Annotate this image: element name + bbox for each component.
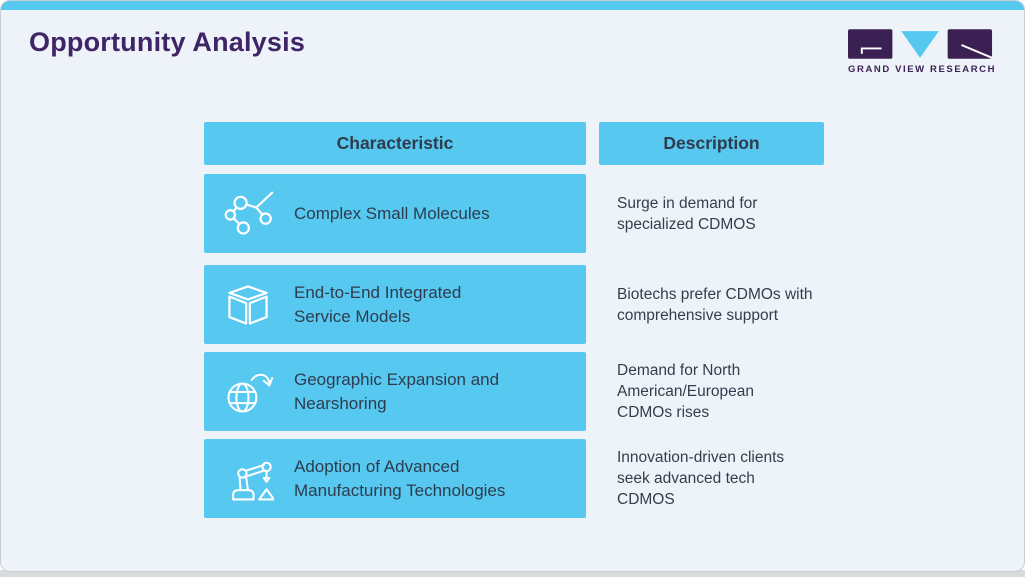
table-row-characteristic: Geographic Expansion and Nearshoring <box>204 352 586 431</box>
characteristic-label: Geographic Expansion and Nearshoring <box>294 369 500 413</box>
characteristic-label: End-to-End Integrated Service Models <box>294 282 462 326</box>
description-cell: Surge in demand for specialized CDMOS <box>617 194 758 233</box>
column-header-description: Description <box>599 122 824 165</box>
characteristic-label: Adoption of Advanced Manufacturing Techn… <box>294 456 506 500</box>
robot-arm-icon <box>222 451 274 507</box>
table-row-characteristic: Complex Small Molecules <box>204 174 586 253</box>
gvr-logo-text: GRAND VIEW RESEARCH <box>848 64 997 75</box>
cube-icon <box>222 277 274 333</box>
bottom-edge <box>0 570 1025 577</box>
molecule-icon <box>222 186 274 242</box>
description-cell: Demand for North American/European CDMOs… <box>617 362 754 421</box>
table-row-characteristic: Adoption of Advanced Manufacturing Techn… <box>204 439 586 518</box>
characteristic-label: Complex Small Molecules <box>294 203 490 223</box>
description-cell: Biotechs prefer CDMOs with comprehensive… <box>617 285 813 324</box>
gvr-logo-mark <box>848 29 993 59</box>
slide-top-accent-bar <box>1 1 1024 10</box>
description-cell: Innovation-driven clients seek advanced … <box>617 449 785 508</box>
globe-expansion-icon <box>222 364 274 420</box>
gvr-logo: GRAND VIEW RESEARCH <box>848 29 996 75</box>
page-title: Opportunity Analysis <box>29 27 306 57</box>
table-row-characteristic: End-to-End Integrated Service Models <box>204 265 586 344</box>
column-header-characteristic: Characteristic <box>204 122 586 165</box>
